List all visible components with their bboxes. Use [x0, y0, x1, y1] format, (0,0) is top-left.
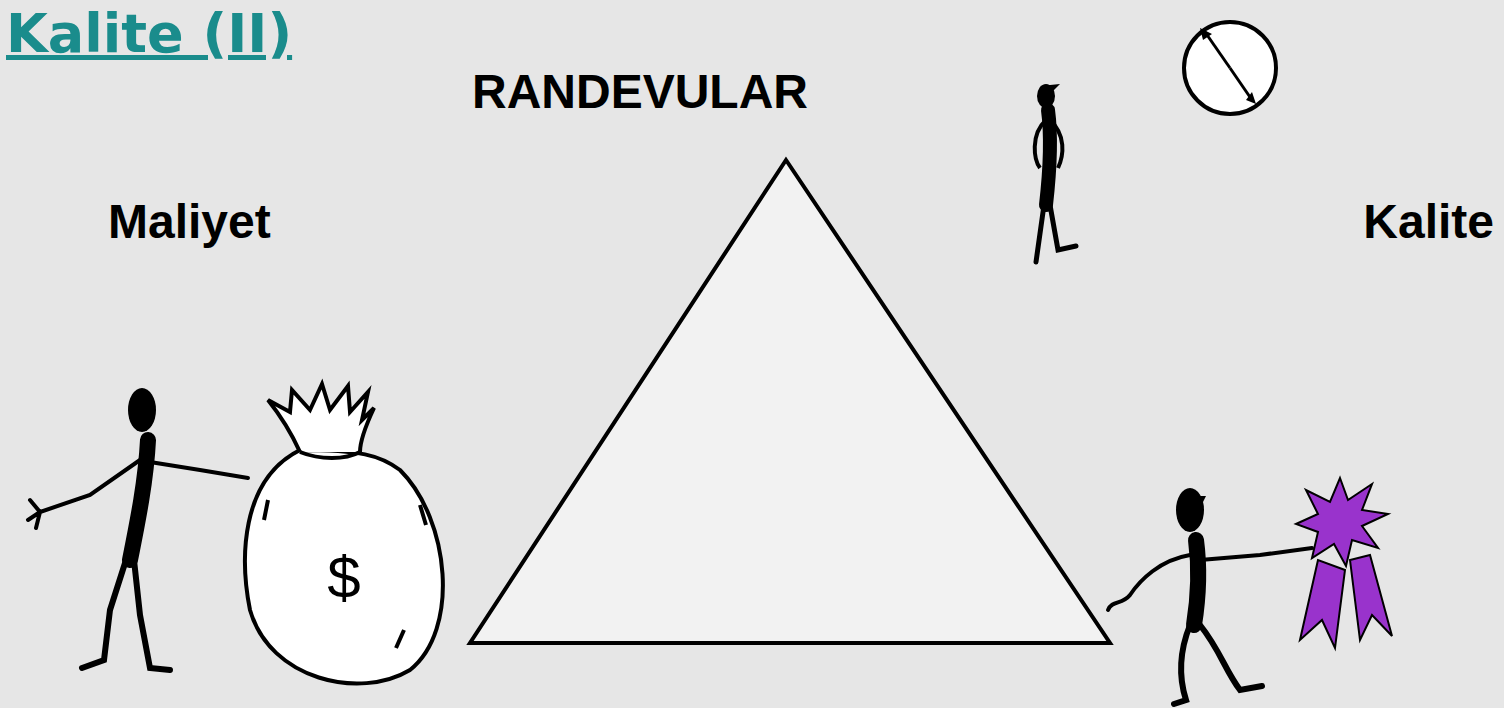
- body: [130, 440, 148, 560]
- ribbon-person: [1108, 478, 1392, 704]
- arm: [1200, 548, 1312, 560]
- legs: [1036, 205, 1076, 262]
- slide-title: Kalite (II): [6, 2, 292, 65]
- clock-hand: [1205, 32, 1230, 68]
- bag-neck: [268, 384, 374, 452]
- body: [1046, 110, 1050, 205]
- arm: [150, 462, 248, 478]
- money-bag: [245, 450, 443, 684]
- triangle: [470, 160, 1110, 643]
- corner-label: Maliyet: [108, 196, 271, 249]
- rosette: [1296, 478, 1388, 566]
- bag-tie: [300, 452, 360, 458]
- arm: [28, 460, 140, 528]
- ribbon-tail: [1350, 555, 1392, 640]
- money-person: [28, 384, 443, 684]
- arm: [1035, 120, 1046, 168]
- legs: [82, 560, 170, 670]
- legs: [1174, 625, 1262, 704]
- corner-label: RANDEVULAR: [472, 66, 808, 119]
- clock-arrowhead: [1200, 28, 1212, 40]
- ribbon-tail: [1300, 560, 1345, 648]
- clock-face: [1184, 22, 1276, 114]
- head: [1176, 488, 1204, 532]
- arm: [1108, 555, 1190, 610]
- head: [128, 388, 156, 432]
- clock-hand: [1230, 68, 1252, 100]
- clock-arrowhead: [1246, 92, 1256, 104]
- cap: [1180, 496, 1206, 504]
- bag-crease: [264, 500, 426, 648]
- corner-label: Kalite: [1363, 196, 1494, 249]
- body: [1194, 540, 1198, 625]
- arm: [1050, 120, 1062, 168]
- clock-person: [1035, 22, 1276, 262]
- cap: [1040, 84, 1060, 92]
- currency-symbol: $: [327, 548, 360, 608]
